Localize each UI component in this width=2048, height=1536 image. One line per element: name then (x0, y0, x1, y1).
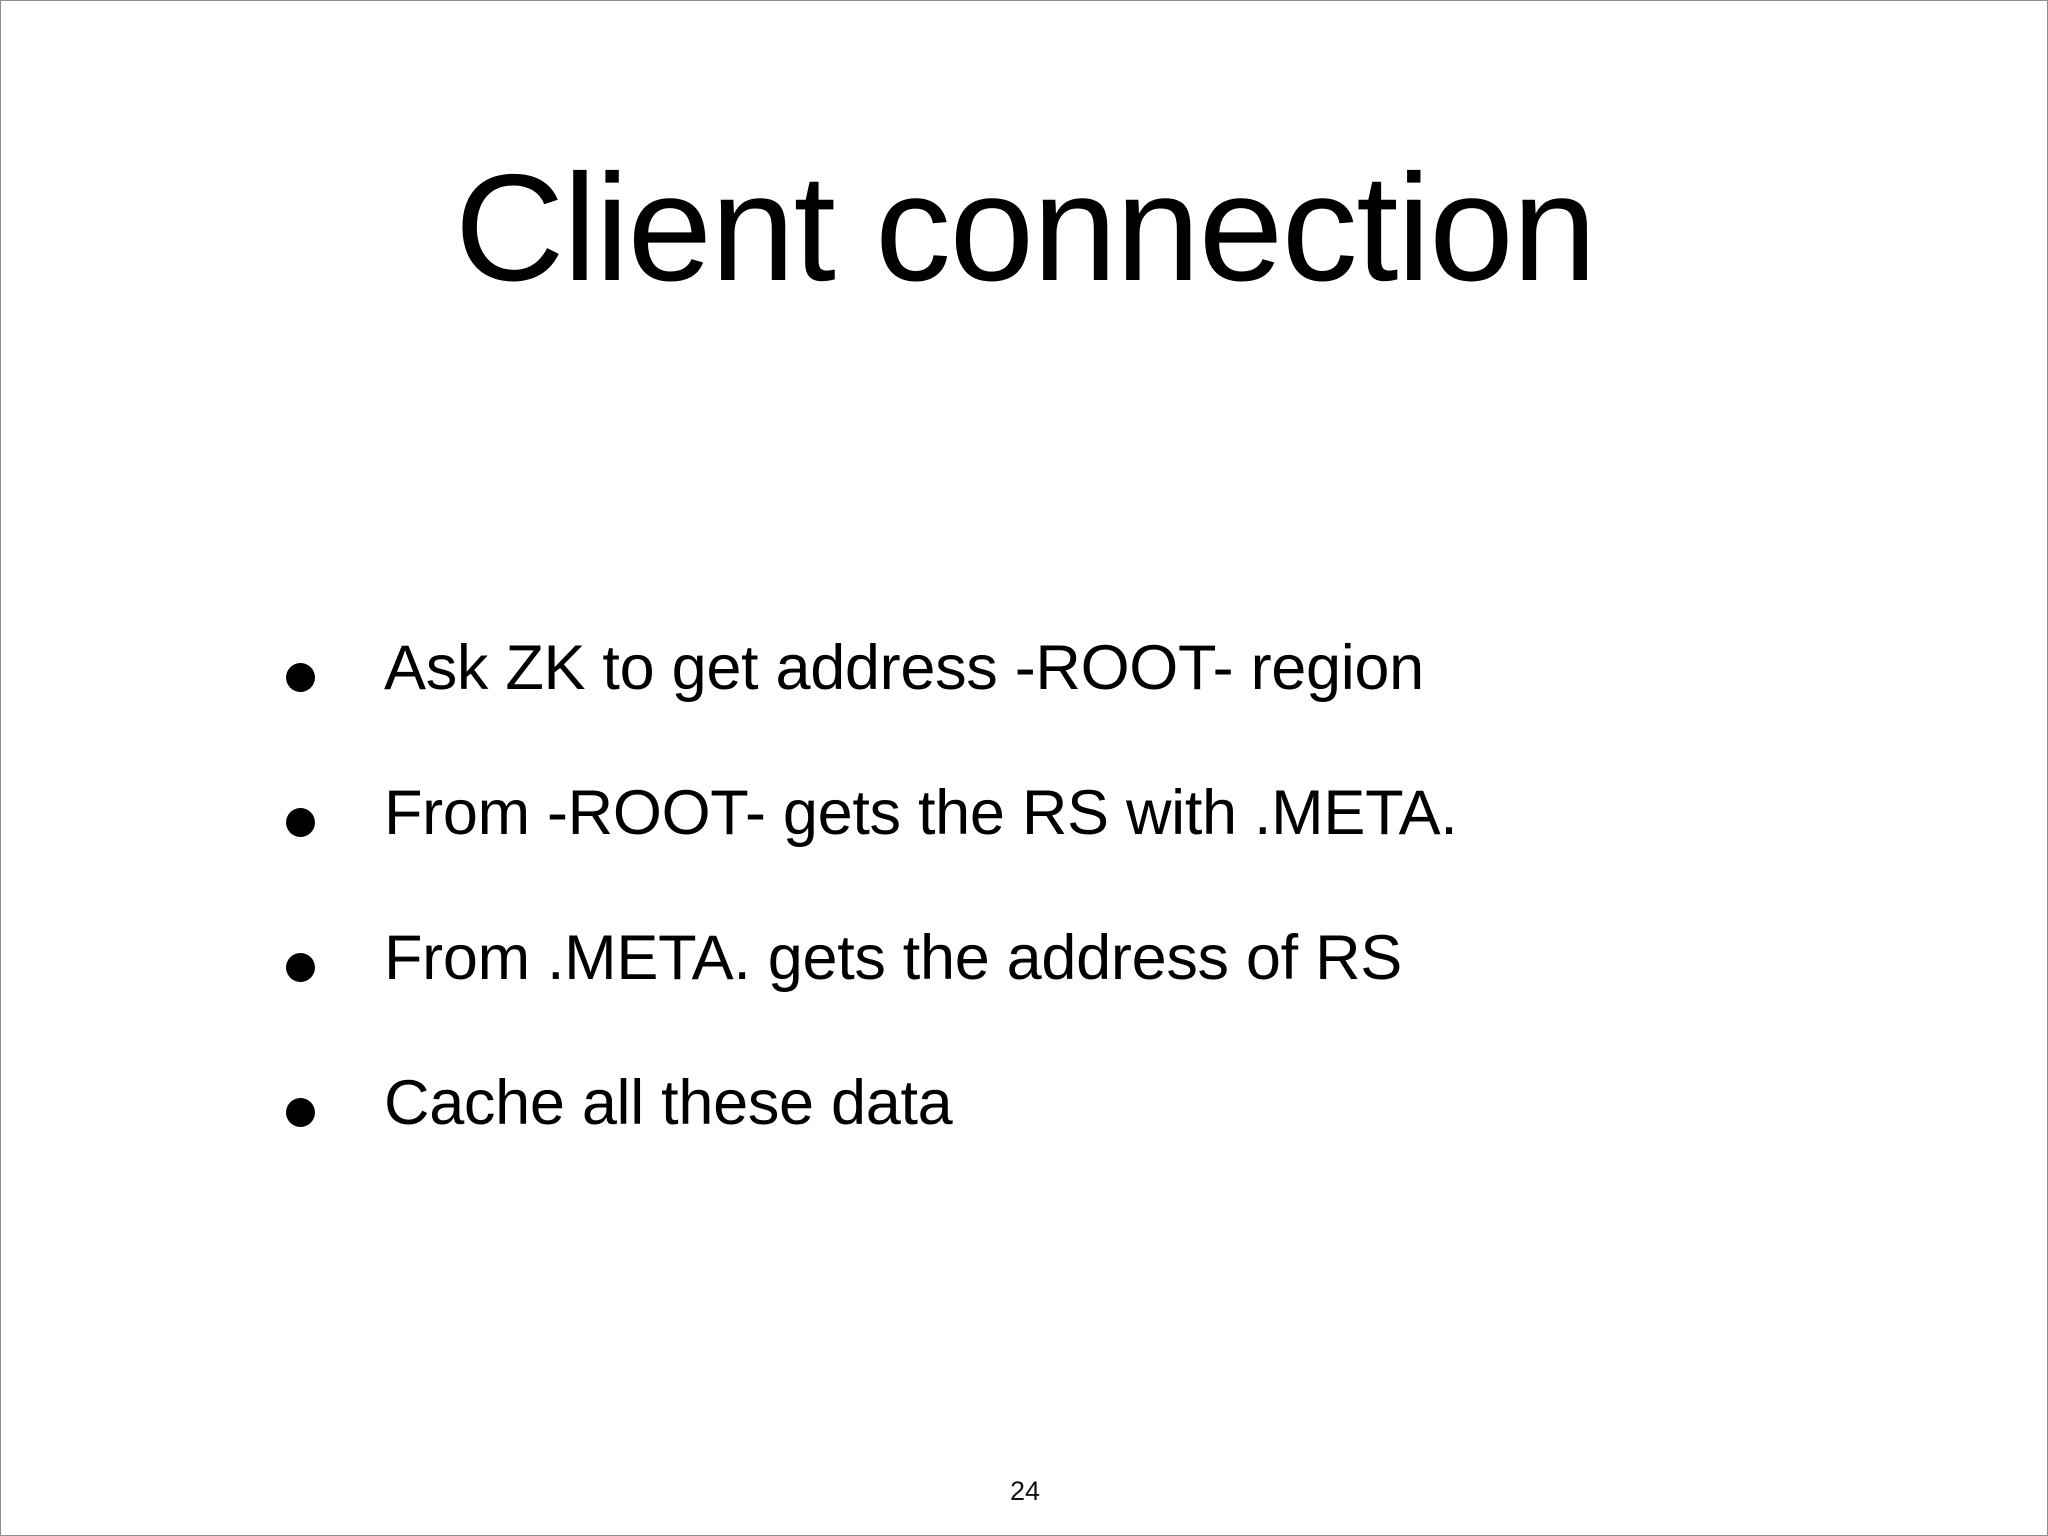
page-title: Client connection (454, 143, 1597, 313)
list-item: Ask ZK to get address -ROOT- region (284, 637, 1884, 782)
list-item-label: Ask ZK to get address -ROOT- region (384, 633, 1424, 703)
list-item: From -ROOT- gets the RS with .META. (284, 782, 1884, 927)
page-number: 24 (1009, 1476, 1041, 1506)
list-item-label: Cache all these data (384, 1068, 953, 1138)
bullet-list: Ask ZK to get address -ROOT- region From… (284, 637, 1884, 1217)
list-item: Cache all these data (284, 1072, 1884, 1217)
list-item-label: From -ROOT- gets the RS with .META. (384, 778, 1458, 848)
bullet-dot-icon (284, 808, 316, 837)
bullet-dot-icon (284, 1098, 316, 1127)
list-item-label: From .META. gets the address of RS (384, 923, 1402, 993)
bullet-dot-icon (284, 953, 316, 982)
bullet-dot-icon (284, 663, 316, 692)
list-item: From .META. gets the address of RS (284, 927, 1884, 1072)
